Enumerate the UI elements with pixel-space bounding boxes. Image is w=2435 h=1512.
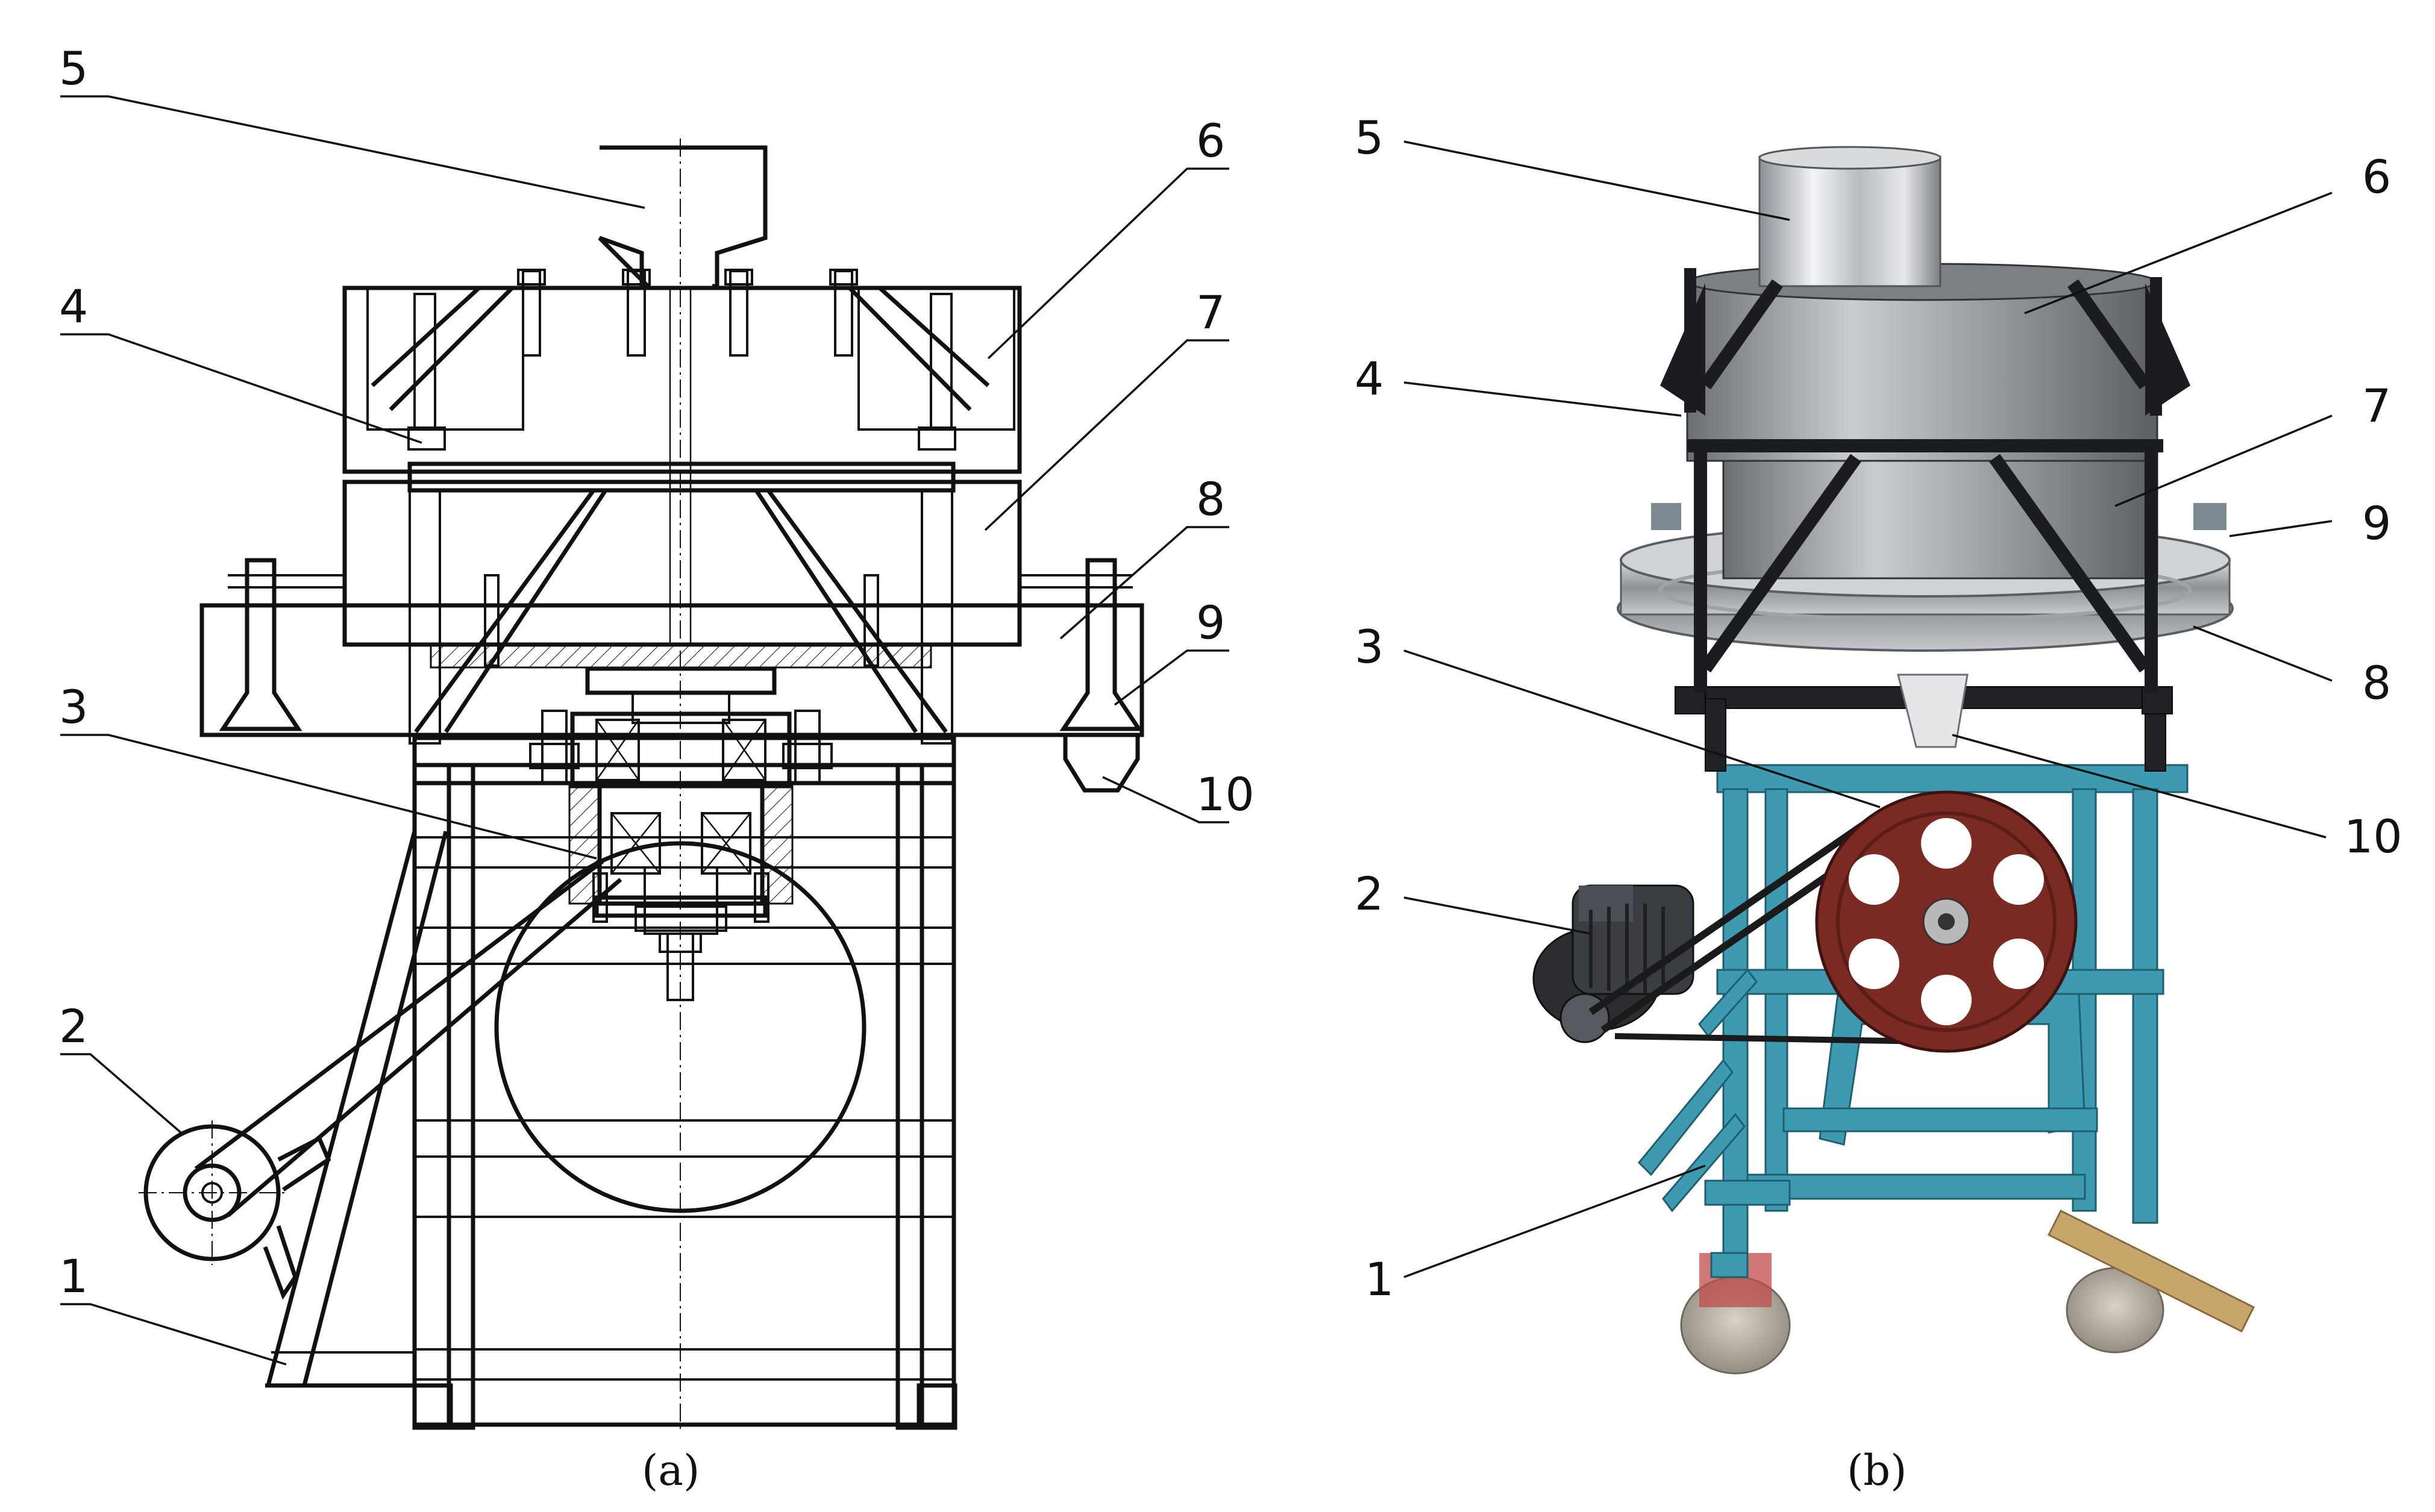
- large-pulley: [494, 841, 867, 1213]
- support-frame: [265, 736, 957, 1430]
- mounting-lugs: [407, 426, 956, 451]
- collecting-trough: [199, 603, 1144, 737]
- callout-a-6: 6: [1196, 114, 1225, 167]
- right-inner-box: [857, 287, 1015, 431]
- brace-bolt-l: [484, 574, 500, 667]
- callout-a-8: 8: [1196, 472, 1225, 526]
- callout-b-8: 8: [2362, 656, 2391, 710]
- lower-cylinder: [1722, 457, 2158, 579]
- corner-gussets: [1660, 268, 2190, 416]
- wooden-plank: [2047, 1209, 2255, 1333]
- middle-plate: [407, 461, 956, 493]
- discharge-spout: [1897, 673, 1969, 748]
- right-post: [930, 293, 953, 431]
- callout-a-5: 5: [59, 42, 88, 95]
- left-chute: [219, 558, 302, 731]
- callout-labels-a: 5 4 3 2 1 6 7 8 9 10: [59, 42, 1255, 1303]
- callout-a-7: 7: [1196, 286, 1225, 339]
- red-pulley: [1815, 790, 2078, 1053]
- top-bolts: [517, 269, 858, 357]
- callout-b-1: 1: [1365, 1252, 1394, 1306]
- panel-b-photo: 5 4 3 2 1 6 7 9 8 10 (b): [1355, 111, 2402, 1495]
- hopper: [598, 145, 768, 289]
- lower-right-brace: [754, 489, 948, 734]
- caption-a: (a): [642, 1446, 700, 1495]
- callout-b-5: 5: [1355, 111, 1384, 164]
- callout-b-10: 10: [2344, 810, 2402, 863]
- callout-b-3: 3: [1355, 620, 1384, 673]
- callout-b-2: 2: [1355, 867, 1384, 920]
- outlet-chute: [1059, 558, 1143, 731]
- grinding-disc: [430, 643, 932, 669]
- callout-b-7: 7: [2362, 379, 2391, 433]
- upper-housing: [342, 286, 1022, 474]
- black-brace-frame: [1687, 279, 2163, 693]
- callout-b-9: 9: [2362, 496, 2391, 550]
- electric-motor: [1532, 884, 1694, 1043]
- upper-right-braces: [848, 286, 990, 411]
- upper-left-braces: [371, 286, 514, 411]
- lower-left-brace: [414, 489, 607, 734]
- panel-a-drawing: 5 4 3 2 1 6 7 8 9 10 (a): [59, 42, 1255, 1495]
- callout-a-1: 1: [59, 1249, 88, 1303]
- lower-housing: [342, 480, 1022, 647]
- callout-a-10: 10: [1196, 767, 1255, 821]
- callout-a-9: 9: [1196, 596, 1225, 649]
- callout-a-4: 4: [59, 280, 88, 333]
- callout-a-3: 3: [59, 680, 88, 734]
- callout-a-2: 2: [59, 999, 88, 1053]
- left-column: [409, 489, 441, 745]
- callout-labels-b: 5 4 3 2 1 6 7 9 8 10: [1355, 111, 2402, 1306]
- left-post: [413, 293, 436, 431]
- discharge-nozzle: [1063, 733, 1140, 793]
- motor: [139, 1120, 331, 1300]
- callout-b-4: 4: [1355, 352, 1384, 405]
- drive-belt: [194, 860, 622, 1217]
- caption-b: (b): [1847, 1446, 1907, 1495]
- leader-lines-b: [1403, 140, 2333, 1278]
- right-column: [921, 489, 953, 745]
- brace-bolt-r: [863, 574, 879, 667]
- callout-b-6: 6: [2362, 150, 2391, 204]
- leader-lines-a: [60, 95, 1229, 1366]
- bearing-assembly: [529, 666, 833, 1001]
- trough-rails: [228, 574, 1133, 589]
- hopper-cylinder: [1758, 155, 1941, 287]
- hopper-rim: [1758, 146, 1941, 170]
